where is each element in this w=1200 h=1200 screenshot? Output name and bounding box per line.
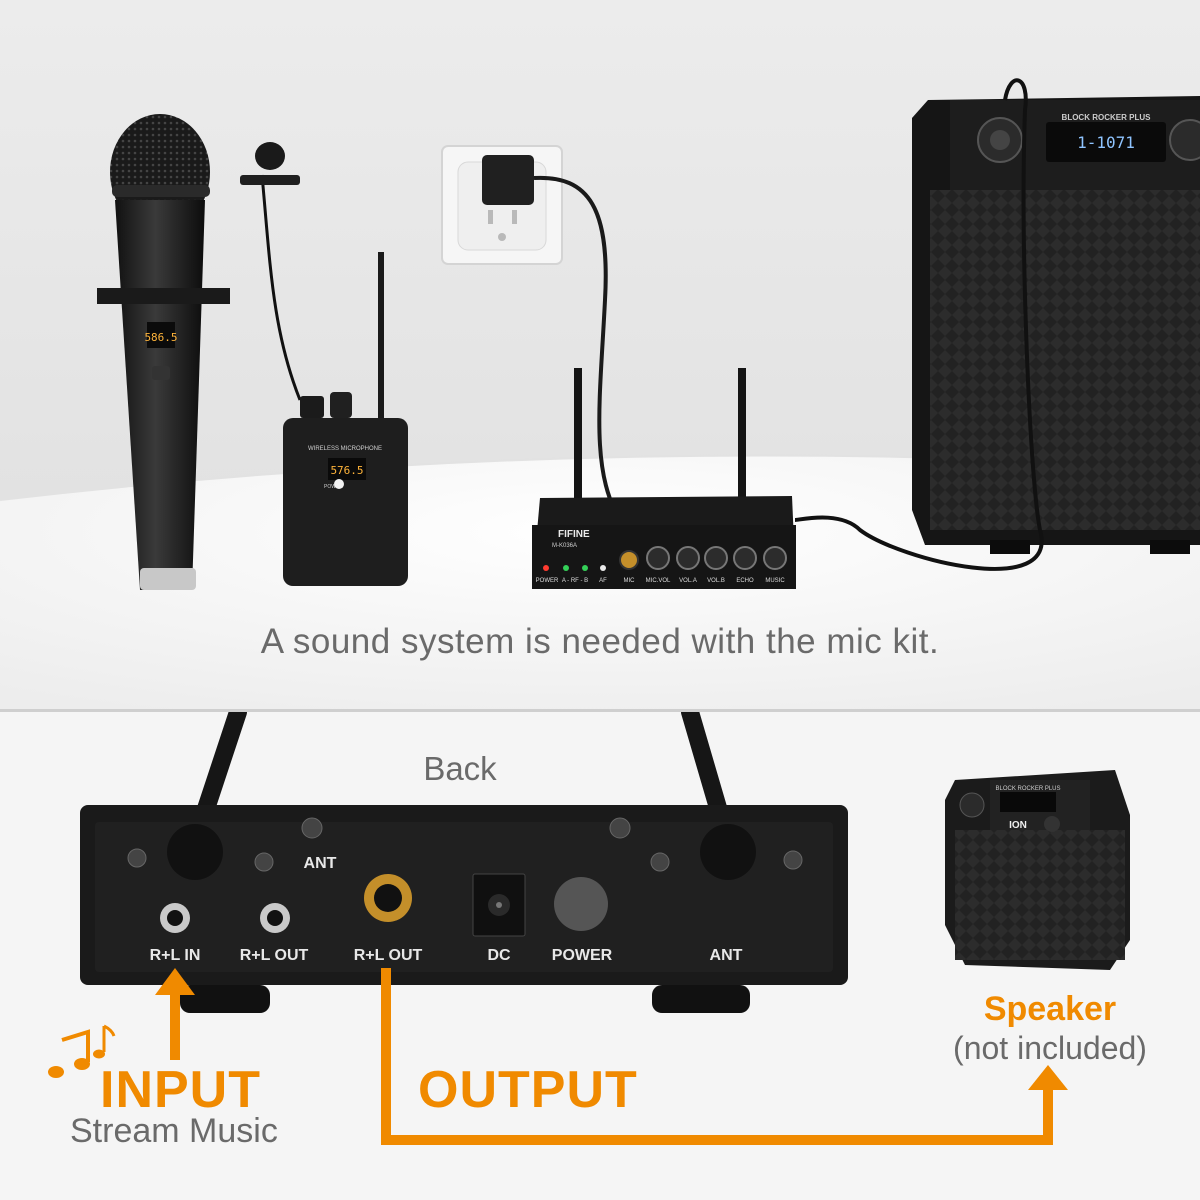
input-subtitle: Stream Music <box>70 1112 278 1150</box>
speaker-logo: ION <box>1009 820 1027 831</box>
power-cable <box>533 175 622 522</box>
speaker-small: BLOCK ROCKER PLUS ION <box>945 770 1130 970</box>
input-title: INPUT <box>100 1061 261 1119</box>
bodypack-display: 576.5 <box>330 464 363 477</box>
front-label-music: MUSIC <box>765 578 785 584</box>
speaker-brand: BLOCK ROCKER PLUS <box>1062 113 1152 122</box>
port-label-rl-out-1: R+L OUT <box>239 947 309 964</box>
mic-display: 586.5 <box>144 331 177 344</box>
receiver-model: M-K036A <box>552 543 577 549</box>
front-label-af: AF <box>599 578 607 584</box>
caption: A sound system is needed with the mic ki… <box>260 622 940 661</box>
front-label-echo: ECHO <box>736 578 754 584</box>
output-arrow <box>381 968 1068 1145</box>
top-product-scene: BLOCK ROCKER PLUS 1-1071 586.5 WIRELESS … <box>0 0 1200 710</box>
speaker-large: BLOCK ROCKER PLUS 1-1071 <box>912 96 1200 554</box>
port-label-ant-right: ANT <box>709 947 743 964</box>
port-label-dc: DC <box>487 947 511 964</box>
port-label-rl-out-2: R+L OUT <box>353 947 423 964</box>
music-notes-icon <box>48 1024 116 1078</box>
port-label-ant-top: ANT <box>303 855 337 872</box>
divider <box>0 709 1200 712</box>
back-label: Back <box>423 750 497 787</box>
bottom-back-panel-scene: BLOCK ROCKER PLUS ION <box>0 712 1200 1200</box>
front-label-vola: VOL.A <box>679 578 697 584</box>
front-label-rf: A - RF - B <box>562 578 588 584</box>
receiver-front: FIFINE M-K036A POWER A - RF - B AF MIC M… <box>532 368 796 589</box>
wall-outlet <box>441 145 563 265</box>
bodypack-transmitter: WIRELESS MICROPHONE 576.5 POWER <box>283 252 408 586</box>
receiver-brand: FIFINE <box>558 529 590 540</box>
front-label-volb: VOL.B <box>707 578 725 584</box>
output-title: OUTPUT <box>418 1061 638 1119</box>
receiver-back <box>80 805 848 1013</box>
lavalier-microphone <box>240 142 302 401</box>
speaker-cable <box>794 78 1044 571</box>
handheld-microphone: 586.5 <box>97 114 230 590</box>
speaker-display: 1-1071 <box>1077 133 1135 152</box>
speaker-subtitle: (not included) <box>953 1030 1147 1066</box>
speaker-title: Speaker <box>983 990 1117 1028</box>
port-label-rl-in: R+L IN <box>149 947 201 964</box>
bodypack-label: WIRELESS MICROPHONE <box>308 446 382 452</box>
port-label-power: POWER <box>551 947 613 964</box>
speaker-small-brand: BLOCK ROCKER PLUS <box>995 786 1060 792</box>
front-label-power: POWER <box>536 578 559 584</box>
input-arrow <box>155 968 195 1060</box>
front-label-mic: MIC <box>624 578 636 584</box>
front-label-micvol: MIC.VOL <box>646 578 671 584</box>
bodypack-power-label: POWER <box>324 484 343 490</box>
